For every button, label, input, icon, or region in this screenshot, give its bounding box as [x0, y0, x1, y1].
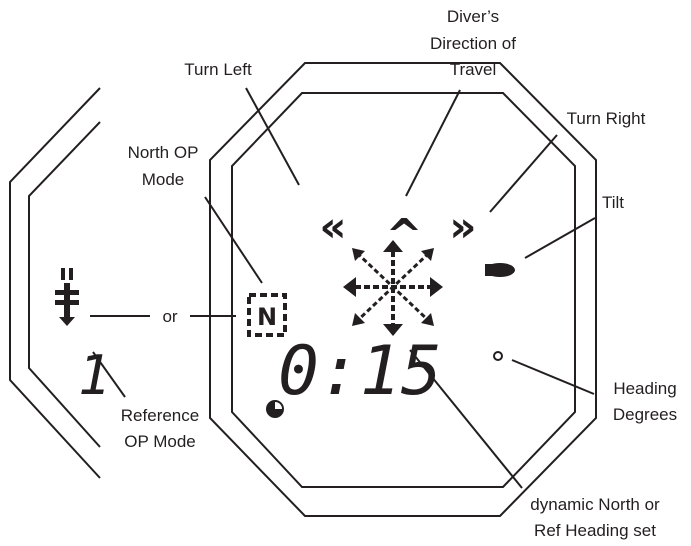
north-letter: N [257, 303, 277, 331]
label-divers-direction-3: Travel [450, 60, 497, 79]
label-heading-1: Heading [613, 379, 676, 398]
label-turn-left: Turn Left [184, 60, 252, 79]
label-turn-right: Turn Right [567, 109, 646, 128]
reference-mode-icon [55, 268, 79, 326]
label-heading-2: Degrees [613, 405, 677, 424]
label-reference-2: OP Mode [124, 432, 196, 451]
clock-icon [266, 400, 284, 418]
label-divers-direction-1: Diver’s [447, 7, 499, 26]
label-or: or [162, 307, 177, 326]
label-dynamic-1: dynamic North or [530, 495, 660, 514]
degree-mark-icon [493, 351, 503, 361]
leader-lines [90, 87, 596, 489]
turn-right-arrows-icon: » [449, 202, 476, 251]
north-mode-icon: N [247, 293, 287, 337]
label-dynamic-2: Ref Heading set [534, 521, 656, 540]
compass-rose-icon [343, 240, 443, 336]
label-tilt: Tilt [602, 193, 624, 212]
turn-left-arrows-icon: « [319, 202, 346, 251]
label-divers-direction-2: Direction of [430, 34, 516, 53]
label-reference-1: Reference [121, 406, 199, 425]
label-north-op-2: Mode [142, 170, 185, 189]
watch-bezel [209, 62, 597, 517]
dive-time-value: 0:15 [278, 332, 442, 411]
tilt-icon [485, 263, 515, 277]
partial-watch-left [9, 87, 101, 479]
label-north-op-1: North OP [128, 143, 199, 162]
